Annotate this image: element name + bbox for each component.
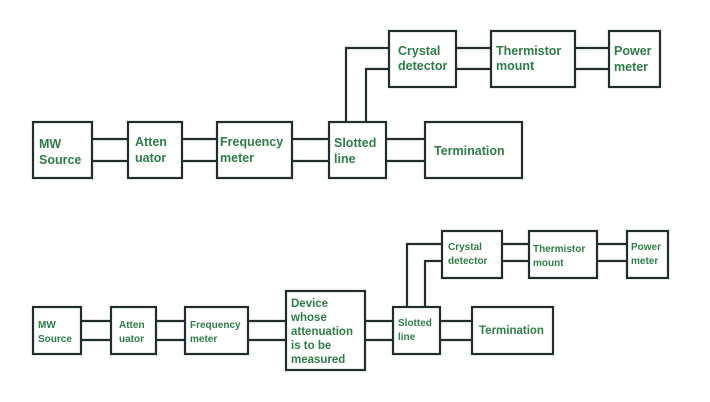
top-power-meter-label: Power meter [614,44,655,74]
bottom-device-label: Device whose attenuation is to be measur… [290,298,356,366]
top-termination-label: Termination [434,144,505,158]
top-attenuator-block: Atten uator [126,120,184,180]
bottom-attenuator-block: Atten uator [109,305,158,356]
top-slotted-line-block: Slotted line [327,120,388,180]
bottom-device-under-test-block: Device whose attenuation is to be measur… [284,289,367,372]
top-connections [92,46,609,163]
top-slotted-line-label: Slotted line [334,136,380,166]
bottom-mw-source-block: MW Source [31,305,83,356]
bottom-termination-block: Termination [470,305,555,356]
bottom-attenuator-label: Atten uator [119,320,147,345]
bottom-frequency-meter-block: Frequency meter [183,305,250,356]
bottom-thermistor-mount-label: Thermistor mount [533,244,588,269]
top-frequency-meter-label: Frequency meter [220,135,287,165]
top-thermistor-mount-label: Thermistor mount [496,44,565,73]
top-frequency-meter-block: Frequency meter [215,120,294,180]
bottom-slotted-line-block: Slotted line [391,305,442,356]
bottom-power-meter-label: Power meter [631,242,664,267]
top-crystal-detector-label: Crystal detector [398,44,447,73]
bottom-connections [81,242,627,342]
top-power-meter-block: Power meter [607,29,662,89]
top-mw-source-label: MW Source [39,137,81,167]
top-attenuator-label: Atten uator [135,135,170,165]
top-thermistor-mount-block: Thermistor mount [489,29,577,89]
bottom-slotted-line-label: Slotted line [398,318,435,343]
bottom-frequency-meter-label: Frequency meter [190,320,243,345]
bottom-termination-label: Termination [479,325,544,337]
bottom-crystal-detector-block: Crystal detector [440,229,504,280]
bottom-crystal-detector-label: Crystal detector [448,242,488,267]
top-termination-block: Termination [423,120,524,180]
top-mw-source-block: MW Source [31,120,94,180]
top-crystal-detector-block: Crystal detector [387,29,458,89]
bottom-mw-source-label: MW Source [38,320,72,345]
bottom-thermistor-mount-block: Thermistor mount [527,229,599,280]
bottom-power-meter-block: Power meter [625,229,670,280]
